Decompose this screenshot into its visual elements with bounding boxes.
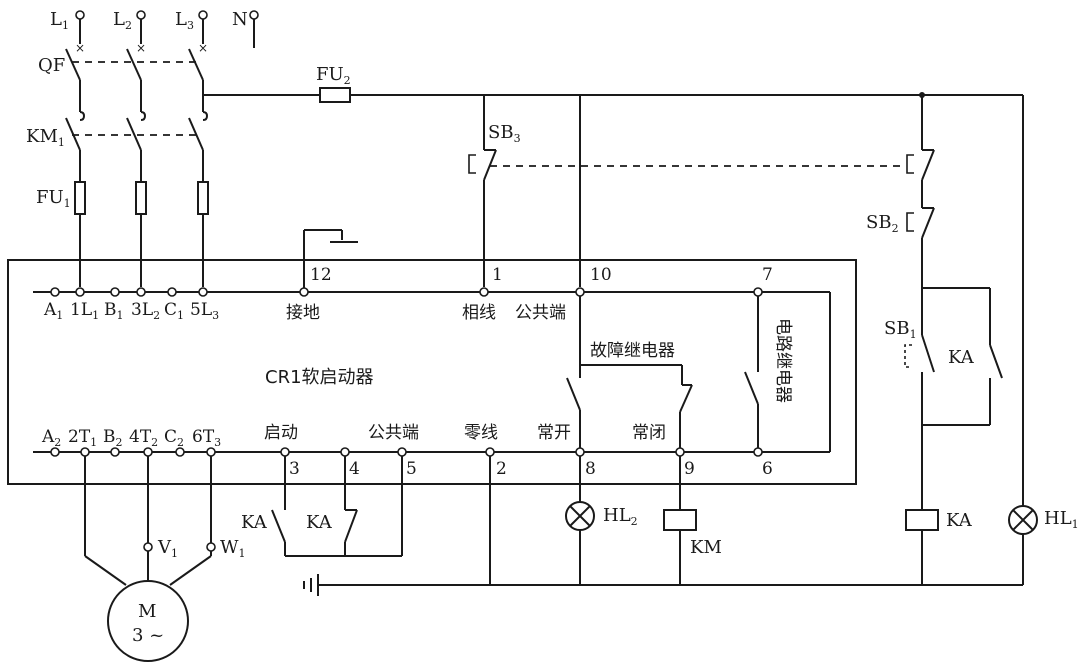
motor-label: M [138, 601, 156, 622]
ka-start-label-2: KA [306, 512, 333, 533]
sb1-label: SB1 [884, 318, 917, 341]
km1-contactor: KM1 [26, 111, 209, 182]
n-terminal [249, 10, 259, 20]
hl1-label: HL1 [1044, 508, 1079, 531]
terminal-4-label: 4 [349, 459, 360, 479]
ka-start-label-1: KA [241, 512, 268, 533]
input-label-a1: A1 [43, 300, 63, 322]
terminal-3 [280, 447, 290, 457]
terminal-9-label: 9 [684, 459, 695, 479]
terminal-10-label: 10 [590, 265, 612, 285]
neutral-label-cn: 零线 [464, 423, 498, 443]
right-control-branch: SB2 SB1 KA KA [866, 95, 1003, 585]
terminal-8-label: 8 [585, 459, 596, 479]
input-label-c1: C1 [164, 300, 184, 322]
terminal-12 [299, 287, 309, 297]
ka-hold-label: KA [948, 347, 975, 368]
terminal-2-label: 2 [496, 459, 507, 479]
terminal-6-label: 6 [762, 459, 773, 479]
terminal-3-label: 3 [289, 459, 300, 479]
circuit-relay-label: 电路继电器 [773, 318, 793, 403]
svg-text:×: × [75, 41, 85, 55]
w1-label: W1 [220, 537, 246, 560]
fuse-2 [135, 181, 147, 215]
outer-enclosure [7, 259, 857, 485]
phase-l3-label: L3 [175, 9, 194, 32]
terminal-9 [675, 447, 685, 457]
input-label-b1: B1 [104, 300, 124, 322]
ground-label: 接地 [286, 303, 320, 323]
start-circuit: KA KA [241, 456, 403, 557]
hl2-label: HL2 [603, 505, 638, 528]
l2-terminal [136, 10, 146, 20]
fu1-label: FU1 [36, 187, 71, 210]
input-label-3l2: 3L2 [131, 300, 160, 322]
sb3-label: SB3 [488, 122, 521, 145]
terminal-8 [575, 447, 585, 457]
l1-terminal [75, 10, 85, 20]
terminal-5 [397, 447, 407, 457]
km1-label: KM1 [26, 126, 65, 149]
v1-label: V1 [157, 537, 178, 560]
qf-label: QF [38, 55, 65, 76]
terminal-12-label: 12 [310, 265, 332, 285]
ka-coil [905, 509, 939, 531]
sb2-label: SB2 [866, 212, 899, 235]
terminal-1-label: 1 [492, 265, 503, 285]
fu2-fuse [319, 87, 351, 103]
control-supply: FU2 [203, 64, 1023, 103]
input-label-1l1: 1L1 [70, 300, 99, 322]
normally-open-label: 常开 [537, 423, 571, 443]
output-label-2t1: 2T1 [68, 427, 97, 449]
terminal-10 [575, 287, 585, 297]
qf-breaker: QF × × × [38, 19, 208, 112]
fu1-fuses: FU1 [36, 181, 209, 287]
fu2-label: FU2 [316, 64, 351, 87]
km-coil-label: KM [690, 537, 722, 558]
terminal-7-label: 7 [762, 265, 773, 285]
phase-line-label: 相线 [462, 303, 496, 323]
terminal-6 [753, 447, 763, 457]
hl1-lamp: HL1 [1008, 95, 1079, 585]
phase-l2-label: L2 [113, 9, 132, 32]
fuse-1 [74, 181, 86, 215]
fuse-3 [197, 181, 209, 215]
svg-text:×: × [198, 41, 208, 55]
terminal-5-label: 5 [406, 459, 417, 479]
sb3-button: SB3 [468, 95, 905, 287]
motor-circle [107, 580, 189, 662]
common-label: 公共端 [515, 303, 566, 323]
terminal-7 [753, 287, 763, 297]
input-label-5l3: 5L3 [190, 300, 219, 322]
cr1-soft-starter: CR1软启动器 12 1 10 7 A1 1L1 B1 3L2 C1 5L3 接… [7, 229, 857, 485]
phase-l1-label: L1 [50, 9, 69, 32]
ka-coil-label: KA [946, 510, 973, 531]
output-label-4t2: 4T2 [129, 427, 158, 449]
neutral-label: N [232, 9, 248, 30]
normally-closed-label: 常闭 [632, 423, 666, 443]
output-label-a2: A2 [41, 427, 61, 449]
svg-text:×: × [136, 41, 146, 55]
device-name: CR1软启动器 [265, 367, 374, 388]
fault-relay-label: 故障继电器 [590, 341, 675, 361]
start-label: 启动 [264, 423, 298, 443]
output-label-c2: C2 [164, 427, 184, 449]
neutral-bus: HL2 KM [303, 456, 1023, 596]
terminal-1 [479, 287, 489, 297]
terminal-2 [485, 447, 495, 457]
output-label-6t3: 6T3 [192, 427, 221, 449]
l3-terminal [198, 10, 208, 20]
output-label-b2: B2 [103, 427, 123, 449]
terminal-4 [340, 447, 350, 457]
motor-type-label: 3 ~ [132, 625, 164, 646]
km-coil [663, 509, 697, 531]
common2-label: 公共端 [368, 423, 419, 443]
motor: M 3 ~ V1 W1 [84, 456, 246, 662]
